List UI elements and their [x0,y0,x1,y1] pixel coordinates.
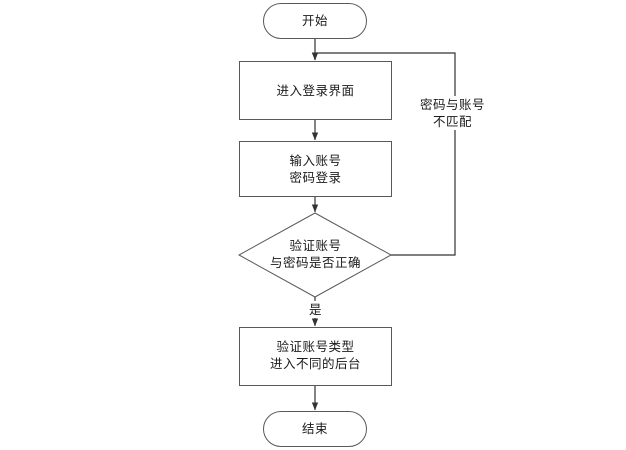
node-end-shape[interactable] [263,411,367,447]
edge-verify-retry [316,52,456,256]
node-input-shape[interactable] [239,141,392,197]
node-route-shape[interactable] [239,327,392,386]
edge-label-yes: 是 [300,301,331,318]
node-login-ui-shape[interactable] [239,61,392,120]
node-verify-shape[interactable] [237,212,393,298]
node-start-shape[interactable] [263,3,367,39]
edge-label-mismatch: 密码与账号 不匹配 [406,96,499,130]
